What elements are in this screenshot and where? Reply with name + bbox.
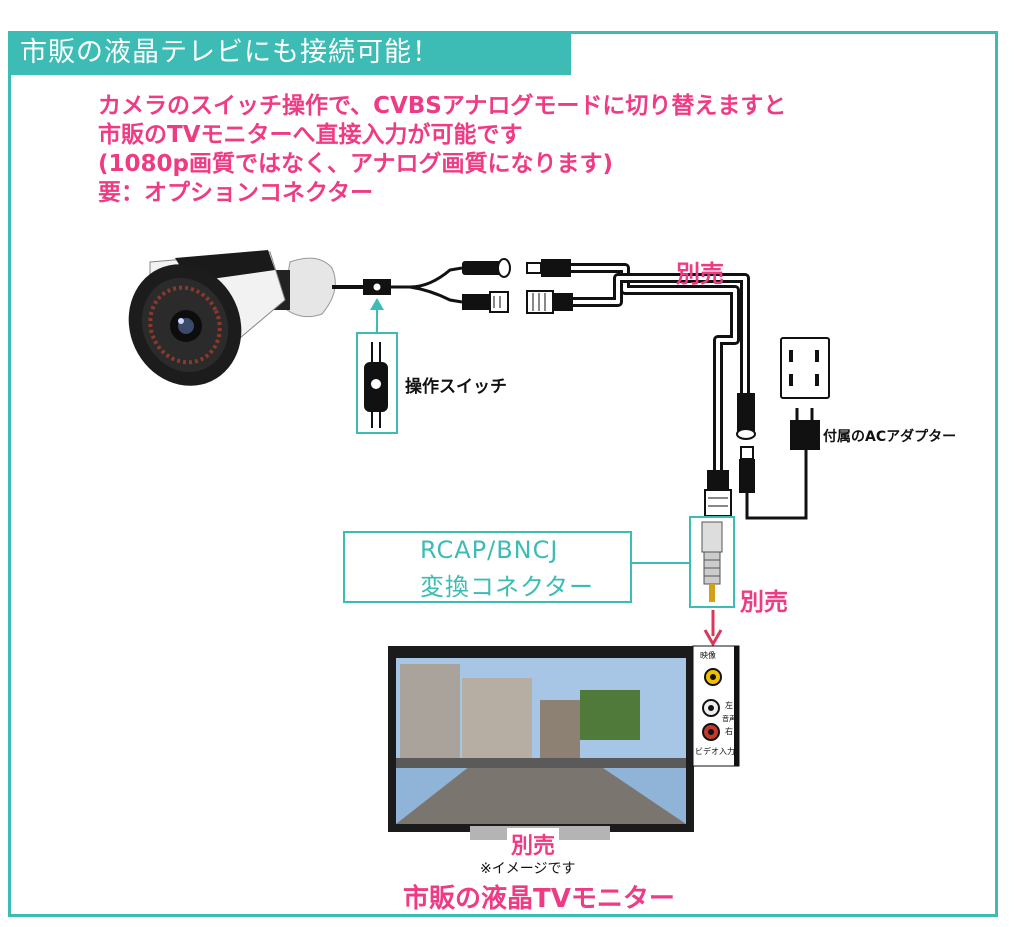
tv-panel-video: 映像 xyxy=(700,651,716,660)
extension-cable xyxy=(571,263,750,470)
bnc-female-icon xyxy=(462,291,509,313)
note-line-2: 市販のTVモニターへ直接入力が可能です xyxy=(98,122,523,148)
ac-adapter-icon xyxy=(790,408,820,450)
sold-separately-cable-label: 別売 xyxy=(676,260,724,288)
switch-pointer-arrow xyxy=(370,298,384,333)
switch-box-icon xyxy=(363,279,391,295)
option-badge-main: OP xyxy=(361,546,399,574)
dc-male-icon xyxy=(526,259,571,277)
tv-panel-right: 右 xyxy=(725,727,733,736)
adapter-plug-icon xyxy=(739,446,808,520)
connector-name-line1: RCAP/BNCJ xyxy=(420,536,559,564)
ac-adapter-label: 付属のACアダプター xyxy=(823,429,957,445)
option-badge-sub: オプション xyxy=(361,576,397,584)
dc-plug-icon xyxy=(462,258,511,278)
bnc-male-icon xyxy=(526,290,573,314)
sold-separately-tv-label: 別売 xyxy=(507,828,560,860)
tv-title: 市販の液晶TVモニター xyxy=(403,884,675,914)
note-line-4: 要：オプションコネクター xyxy=(98,180,374,206)
switch-label: 操作スイッチ xyxy=(405,377,507,397)
tv-panel-audio: 音声 xyxy=(722,715,736,723)
camera-icon xyxy=(128,250,336,386)
tv-input-panel xyxy=(692,645,740,767)
rca-bnc-connector-icon xyxy=(701,521,723,602)
tv-panel-left: 左 xyxy=(725,701,733,710)
bnc-male-down-icon xyxy=(704,470,732,517)
switch-detail-icon xyxy=(364,342,388,428)
tv-panel-video-input: ビデオ入力 xyxy=(695,747,735,756)
connector-label-box xyxy=(343,531,632,603)
dc-barrel-icon xyxy=(736,393,756,440)
connector-name-line2: 変換コネクター xyxy=(420,573,595,601)
notes-block: カメラのスイッチ操作で、CVBSアナログモードに切り替えますと 市販のTVモニタ… xyxy=(98,92,786,208)
tv-monitor-icon xyxy=(388,646,694,846)
banner-title: 市販の液晶テレビにも接続可能！ xyxy=(8,31,571,75)
sold-separately-connector-label: 別売 xyxy=(740,588,788,616)
down-arrow-icon xyxy=(703,610,723,648)
image-note: ※イメージです xyxy=(480,861,576,877)
note-line-3: (1080p画質ではなく、アナログ画質になります) xyxy=(98,151,614,177)
wall-outlet-icon xyxy=(780,337,830,399)
note-line-1: カメラのスイッチ操作で、CVBSアナログモードに切り替えますと xyxy=(98,93,787,119)
